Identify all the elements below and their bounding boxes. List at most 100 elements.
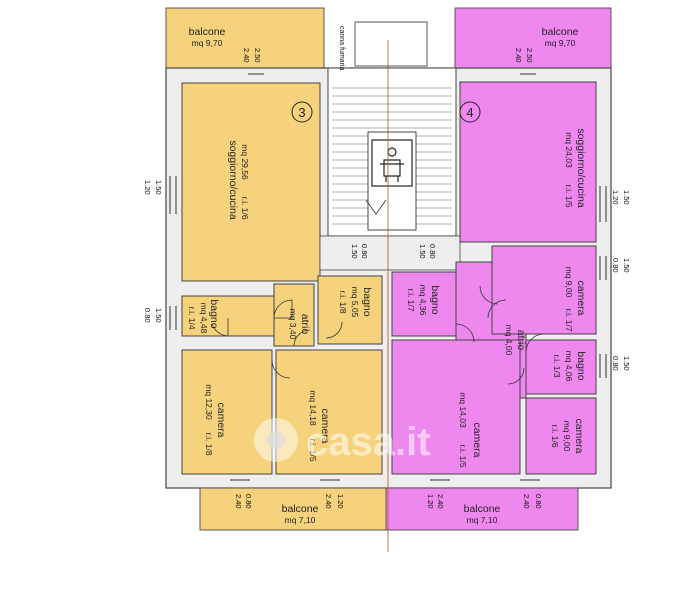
u4-bagno-right-name: bagno <box>575 351 587 380</box>
stair-arrow <box>365 199 387 215</box>
unit4-number: 4 <box>466 105 473 120</box>
u3-balcone-bottom-area: mq 7,10 <box>285 515 316 525</box>
balcone-bottom-left <box>199 487 387 531</box>
dim-right-150: 1.50 <box>622 190 631 205</box>
dim-right-150b: 1.50 <box>622 258 631 273</box>
watermark-text: casa.it <box>306 420 431 464</box>
u4-camera-top-ri: r.i. 1/7 <box>564 308 574 331</box>
u4-soggiorno-name: soggiorno/cucina <box>575 128 587 208</box>
u3-camera-center-ri: r.i. 1/5 <box>308 438 318 461</box>
u3-soggiorno-label-group: soggiorno/cucina mq 29,56 r.i. 1/6 <box>227 140 250 220</box>
u3-bagno-center-name: bagno <box>361 287 373 316</box>
u4-camera-center-area: mq 14,03 <box>458 392 468 428</box>
u3-balcone-top-area: mq 9,70 <box>192 38 223 48</box>
landing <box>319 235 461 271</box>
u3-soggiorno-area: mq 29,56 <box>240 144 250 180</box>
u4-camera-right <box>525 397 597 475</box>
u4-camera-center-ri: r.i. 1/5 <box>458 444 468 467</box>
u4-camera-center <box>391 339 521 475</box>
u4-camera-right-label-group: camera mq 9,00 r.i. 1/6 <box>550 418 585 453</box>
u3-bagno-left-area: mq 4,48 <box>199 303 209 334</box>
u3-bagno-center <box>317 275 383 345</box>
balcone-bottom-right <box>385 487 579 531</box>
unit3-number: 3 <box>298 105 305 120</box>
u4-balcone-bottom-name: balcone <box>464 503 501 515</box>
u4-atrio-name: atrio <box>515 330 527 351</box>
u3-camera-left-name: camera <box>215 402 227 437</box>
u4-bagno-right <box>525 339 597 395</box>
canna-fumaria-label: canna fumaria <box>338 26 345 70</box>
watermark-logo-inner <box>267 431 285 449</box>
stair-steps <box>332 87 452 225</box>
u4-bagno-center-area: mq 4,36 <box>418 285 428 316</box>
u4-camera-top <box>491 245 597 335</box>
dim-left-150b: 1.50 <box>154 308 163 323</box>
dim-bottom-240b: 2.40 <box>324 494 333 509</box>
elevator <box>371 139 413 187</box>
u4-camera-top-label-group: camera mq 9,00 r.i. 1/7 <box>564 267 587 332</box>
u4-balcone-top-name: balcone <box>542 26 579 38</box>
dim-left-120: 1.20 <box>143 180 152 195</box>
dim-bottom-240c: 2.40 <box>436 494 445 509</box>
dim-landing-080a: 0.80 <box>360 244 369 259</box>
u3-camera-left <box>181 349 273 475</box>
window-marks <box>169 73 607 481</box>
u4-atrio-area: mq 4,00 <box>504 325 514 356</box>
u3-camera-left-label-group: camera mq 12,30 r.i. 1/8 <box>204 384 227 456</box>
u3-bagno-center-label-group: bagno mq 5,05 r.i. 1/8 <box>338 287 373 318</box>
dim-top-right-250: 2.50 <box>525 48 534 63</box>
u3-soggiorno-ri: r.i. 1/6 <box>240 196 250 219</box>
u4-camera-right-area: mq 9,00 <box>562 421 572 452</box>
dim-top-left-250: 2.50 <box>253 48 262 63</box>
u4-bagno-center-label-group: bagno mq 4,36 r.i. 1/7 <box>406 285 441 316</box>
dim-right-080b: 0.80 <box>611 356 620 371</box>
dim-right-080: 0.80 <box>611 258 620 273</box>
dim-bottom-080a: 0.80 <box>244 494 253 509</box>
u4-bagno-center-name: bagno <box>429 285 441 314</box>
u3-camera-left-area: mq 12,30 <box>204 384 214 420</box>
dim-landing-150b: 1.50 <box>418 244 427 259</box>
u3-soggiorno <box>181 82 321 282</box>
u4-bagno-right-area: mq 4,06 <box>564 351 574 382</box>
u3-bagno-left-label-group: bagno mq 4,48 r.i. 1/4 <box>187 299 220 333</box>
balcone-top-right <box>454 7 612 69</box>
dim-top-right-240: 2.40 <box>514 48 523 63</box>
u3-camera-center-name: camera <box>319 408 331 443</box>
u3-atrio-name: atrio <box>299 314 311 335</box>
u3-balcone-top-name: balcone <box>189 26 226 38</box>
unit3-number-circle <box>291 101 313 123</box>
dim-bottom-240a: 2.40 <box>234 494 243 509</box>
dim-landing-080b: 0.80 <box>428 244 437 259</box>
dim-top-left-240: 2.40 <box>242 48 251 63</box>
u4-soggiorno <box>459 81 597 243</box>
u4-camera-center-name: camera <box>471 422 483 457</box>
u3-bagno-center-ri: r.i. 1/8 <box>338 290 348 313</box>
u3-bagno-left-name: bagno <box>208 299 220 328</box>
watermark: casa.it <box>254 418 431 464</box>
u4-soggiorno-ri: r.i. 1/5 <box>564 184 574 207</box>
u3-camera-center <box>275 349 383 475</box>
u4-soggiorno-label-group: soggiorno/cucina mq 24,03 r.i. 1/5 <box>564 128 587 208</box>
dim-bottom-240d: 2.40 <box>522 494 531 509</box>
dim-left-080: 0.80 <box>143 308 152 323</box>
u4-camera-right-ri: r.i. 1/6 <box>550 424 560 447</box>
u4-camera-right-name: camera <box>573 418 585 453</box>
u4-bagno-right-ri: r.i. 1/3 <box>552 354 562 377</box>
u4-bagno-right-label-group: bagno mq 4,06 r.i. 1/3 <box>552 351 587 382</box>
u3-camera-left-ri: r.i. 1/8 <box>204 432 214 455</box>
u4-camera-top-area: mq 9,00 <box>564 267 574 298</box>
dim-landing-150a: 1.50 <box>350 244 359 259</box>
u3-balcone-bottom-name: balcone <box>282 503 319 515</box>
unit4-number-circle <box>459 101 481 123</box>
u4-camera-top-name: camera <box>575 280 587 315</box>
u3-soggiorno-name: soggiorno/cucina <box>227 140 239 220</box>
chimney-block <box>354 21 428 67</box>
u4-atrio-label-group: atrio mq 4,00 <box>504 325 527 356</box>
u3-camera-center-label-group: camera mq 14,18 r.i. 1/5 <box>308 390 331 462</box>
u4-balcone-top-area: mq 9,70 <box>545 38 576 48</box>
dim-left-150: 1.50 <box>154 180 163 195</box>
dim-bottom-080b: 0.80 <box>534 494 543 509</box>
u4-bagno-center-ri: r.i. 1/7 <box>406 288 416 311</box>
